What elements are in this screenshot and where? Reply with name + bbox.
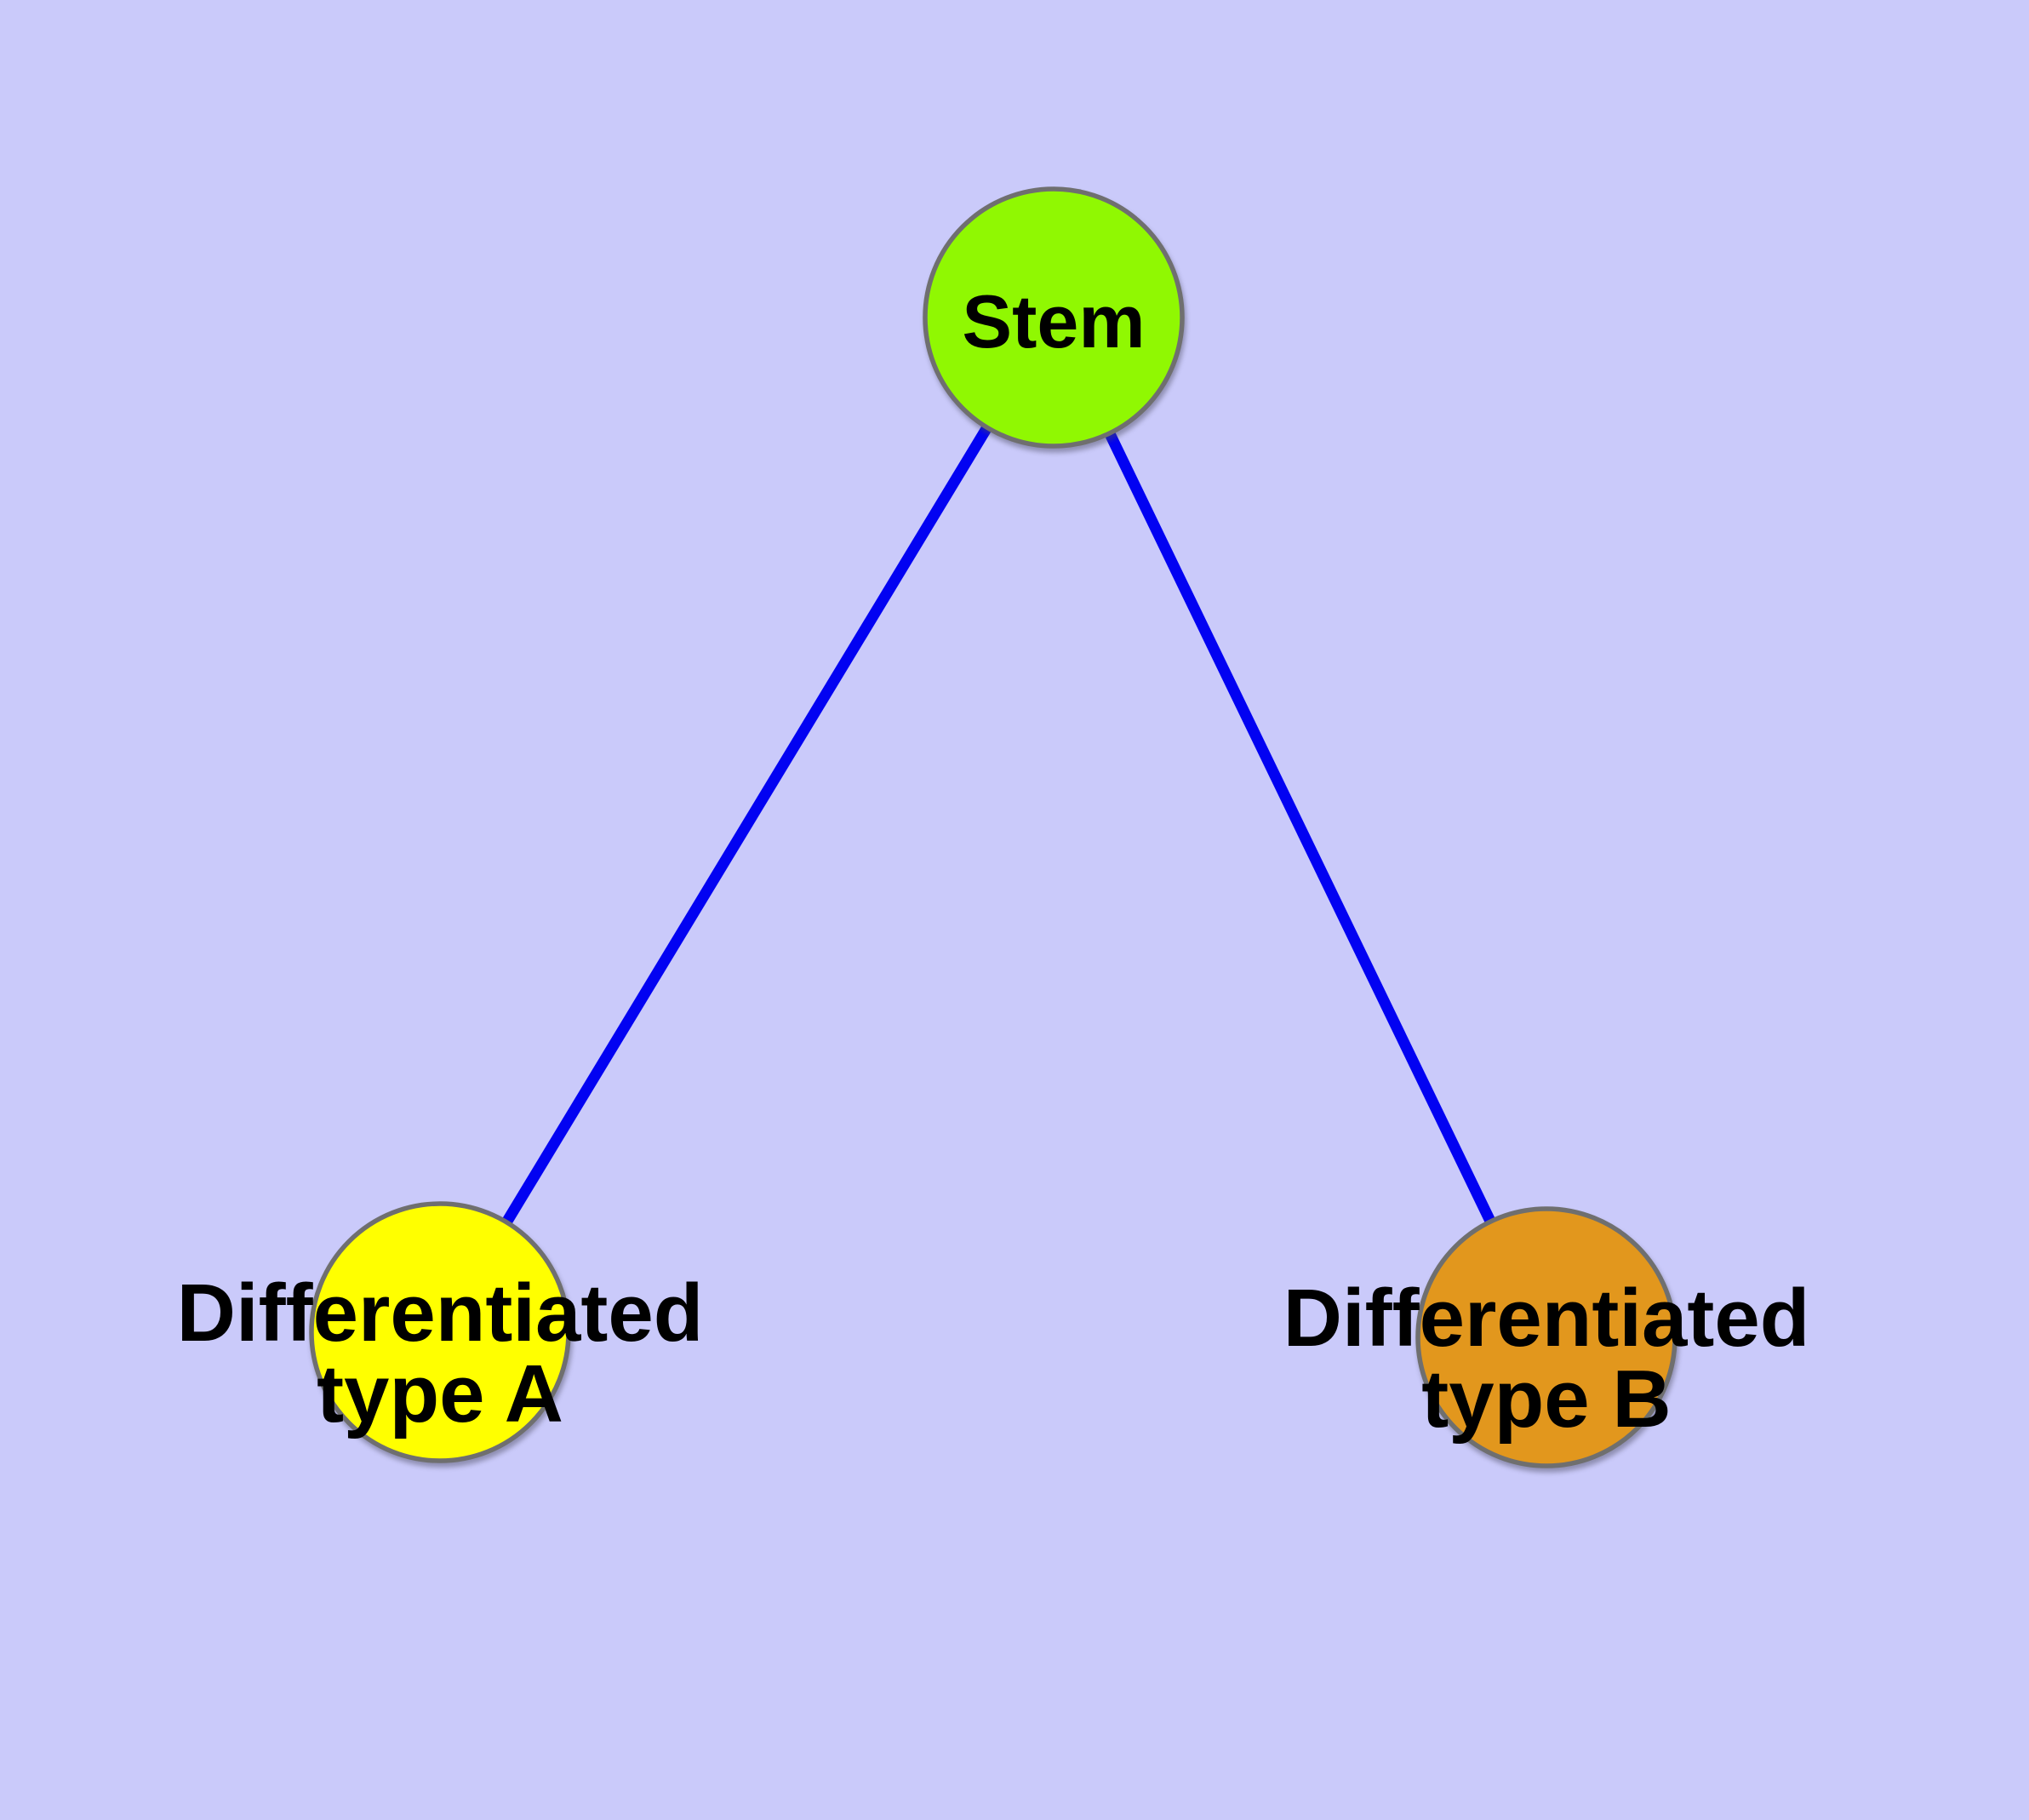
- type-a-node-circle: [309, 1201, 571, 1463]
- stem-node-circle: [923, 186, 1185, 449]
- type-b-node-circle: [1415, 1206, 1677, 1468]
- node-differentiated-type-b: Differentiated type B: [1283, 1206, 1810, 1468]
- node-differentiated-type-a: Differentiated type A: [177, 1201, 704, 1463]
- type-a-node-label-line1: Differentiated: [177, 1268, 704, 1359]
- type-b-node-label-line1: Differentiated: [1283, 1273, 1810, 1364]
- edge-stem-to-type-b: [1049, 315, 1552, 1340]
- edge-group: [435, 314, 1552, 1340]
- type-a-node-label-line2: type A: [317, 1348, 563, 1439]
- stem-node-label: Stem: [962, 279, 1145, 363]
- edge-stem-to-type-a: [435, 314, 1059, 1336]
- node-stem: Stem: [923, 186, 1185, 449]
- type-b-node-label-line2: type B: [1421, 1354, 1671, 1445]
